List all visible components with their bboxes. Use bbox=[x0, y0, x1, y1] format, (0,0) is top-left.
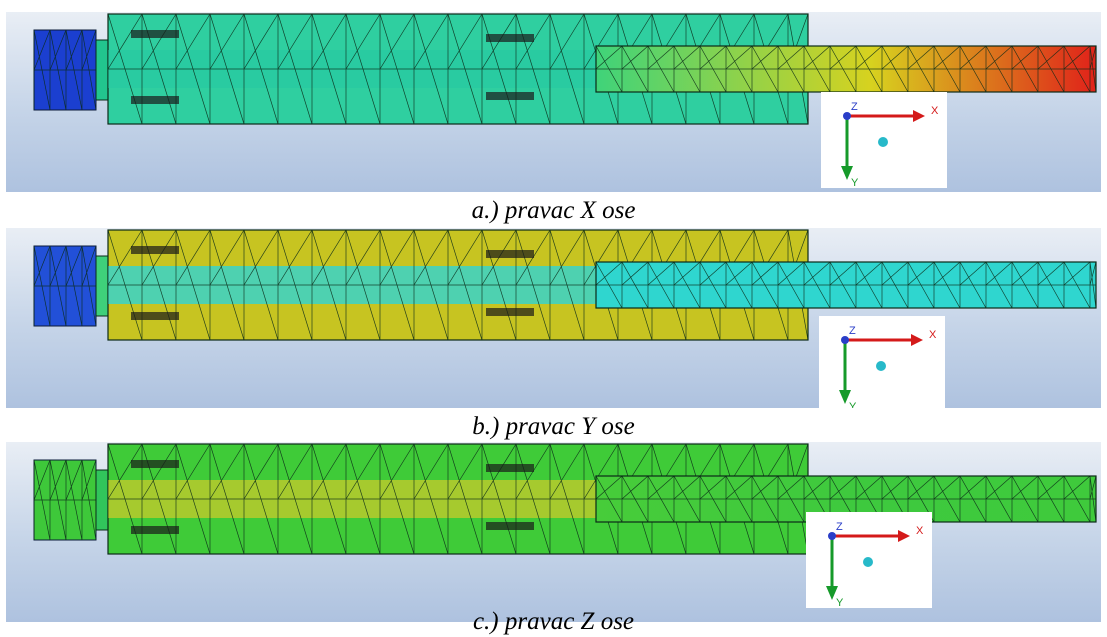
seal-element bbox=[131, 312, 179, 320]
head-mesh-lines bbox=[33, 245, 97, 327]
seal-element bbox=[486, 34, 534, 42]
triad-svg: X Y Z bbox=[841, 101, 939, 188]
triad-svg: X Y Z bbox=[826, 521, 924, 608]
seal-element bbox=[486, 92, 534, 100]
rod-mesh-lines bbox=[595, 475, 1097, 523]
head-mesh bbox=[33, 459, 97, 541]
y-axis-arrow bbox=[826, 586, 838, 600]
axis-triad: X Y Z bbox=[821, 92, 947, 188]
x-axis-label: X bbox=[916, 525, 924, 537]
z-axis-marker bbox=[843, 112, 851, 120]
caption-x: a.) pravac X ose bbox=[471, 197, 636, 224]
fem-model-x bbox=[33, 13, 1097, 125]
seal-element bbox=[131, 96, 179, 104]
x-axis-label: X bbox=[929, 329, 937, 341]
y-axis-label: Y bbox=[849, 401, 857, 408]
x-axis-arrow bbox=[898, 530, 910, 542]
seal-element bbox=[131, 246, 179, 254]
x-axis-arrow bbox=[911, 334, 923, 346]
x-axis-label: X bbox=[931, 105, 939, 117]
seal-element bbox=[131, 526, 179, 534]
rod-mesh bbox=[595, 45, 1097, 93]
rod-mesh-lines bbox=[595, 45, 1097, 93]
fem-model-y bbox=[33, 229, 1097, 341]
seal-element bbox=[486, 464, 534, 472]
origin-sphere bbox=[878, 137, 888, 147]
axis-triad: X Y Z bbox=[819, 316, 945, 408]
axis-triad: X Y Z bbox=[806, 512, 932, 608]
z-axis-label: Z bbox=[836, 521, 843, 533]
seal-element bbox=[131, 460, 179, 468]
seal-element bbox=[486, 522, 534, 530]
rod-mesh bbox=[595, 261, 1097, 309]
head-mesh-lines bbox=[33, 459, 97, 541]
y-axis-label: Y bbox=[851, 177, 859, 188]
caption-z: c.) pravac Z ose bbox=[472, 608, 635, 635]
z-axis-marker bbox=[828, 532, 836, 540]
caption-y: b.) pravac Y ose bbox=[472, 413, 635, 440]
origin-sphere bbox=[863, 557, 873, 567]
model-neck bbox=[95, 255, 109, 317]
panel-x-direction: X Y Z bbox=[6, 12, 1101, 192]
y-axis-label: Y bbox=[836, 597, 844, 608]
fem-model-z bbox=[33, 443, 1097, 555]
panel-y-direction: X Y Z bbox=[6, 228, 1101, 408]
origin-sphere bbox=[876, 361, 886, 371]
y-axis-arrow bbox=[841, 166, 853, 180]
head-mesh bbox=[33, 29, 97, 111]
triad-svg: X Y Z bbox=[839, 325, 937, 408]
seal-element bbox=[486, 308, 534, 316]
rod-mesh-lines bbox=[595, 261, 1097, 309]
z-axis-marker bbox=[841, 336, 849, 344]
seal-element bbox=[131, 30, 179, 38]
head-mesh bbox=[33, 245, 97, 327]
model-neck bbox=[95, 469, 109, 531]
seal-element bbox=[486, 250, 534, 258]
rod-mesh bbox=[595, 475, 1097, 523]
z-axis-label: Z bbox=[851, 101, 858, 113]
panel-z-direction: X Y Z bbox=[6, 442, 1101, 622]
model-neck bbox=[95, 39, 109, 101]
x-axis-arrow bbox=[913, 110, 925, 122]
y-axis-arrow bbox=[839, 390, 851, 404]
z-axis-label: Z bbox=[849, 325, 856, 337]
head-mesh-lines bbox=[33, 29, 97, 111]
